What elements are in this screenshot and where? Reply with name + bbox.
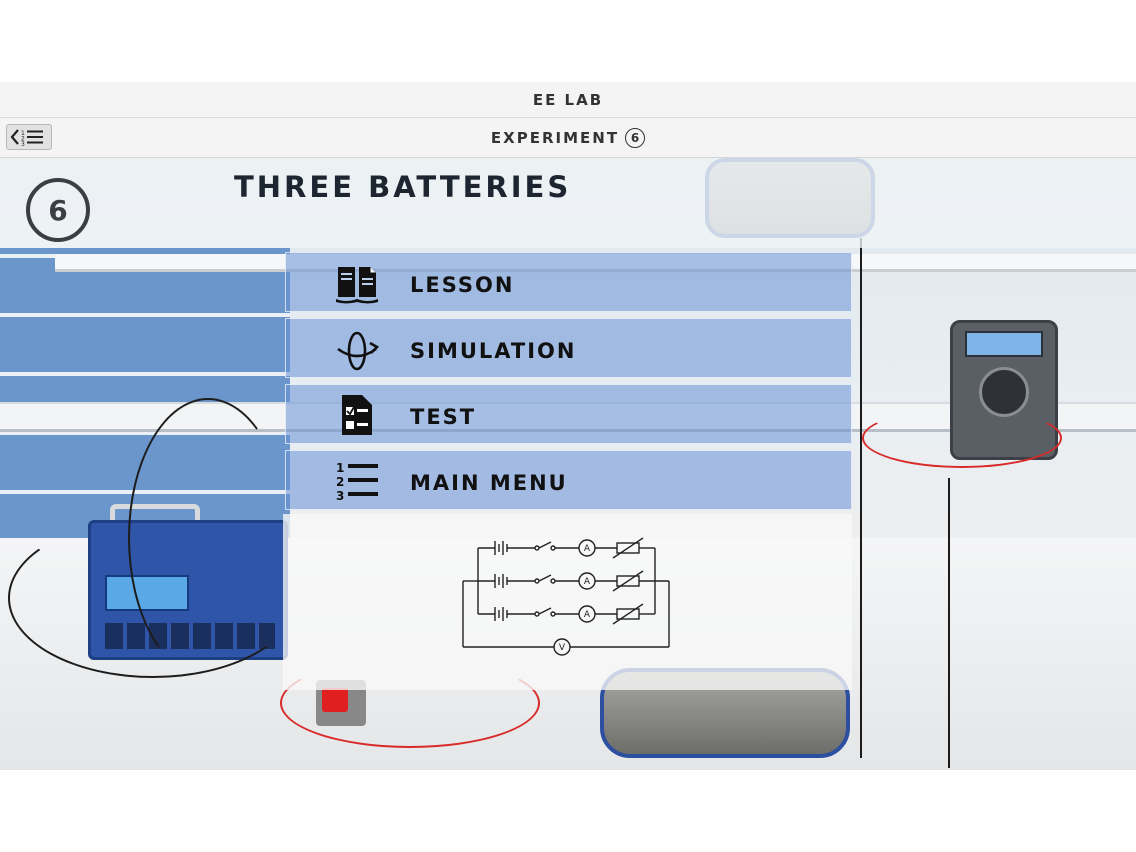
svg-text:3: 3 bbox=[21, 141, 25, 147]
wire-black bbox=[948, 478, 988, 768]
voltmeter-symbol: V bbox=[559, 643, 566, 653]
lesson-label: LESSON bbox=[410, 273, 515, 297]
wire-red bbox=[280, 658, 540, 748]
bottom-margin bbox=[0, 770, 1136, 852]
experiment-number-badge: 6 bbox=[26, 178, 90, 242]
circuit-schematic: A A A V bbox=[462, 537, 670, 656]
ammeter-1-symbol: A bbox=[584, 544, 591, 554]
rotate-3d-icon bbox=[334, 327, 380, 371]
branch-1 bbox=[478, 537, 655, 559]
svg-text:2: 2 bbox=[336, 475, 344, 489]
main-menu-button[interactable]: 1 2 3 MAIN MENU bbox=[285, 450, 852, 510]
nav-experiment-number: 6 bbox=[625, 127, 646, 148]
book-icon bbox=[334, 261, 380, 305]
simulation-button[interactable]: SIMULATION bbox=[285, 318, 852, 378]
main-menu-label: MAIN MENU bbox=[410, 471, 568, 495]
wire-black bbox=[860, 238, 920, 758]
navigation-bar: 1 2 3 EXPERIMENT 6 bbox=[0, 118, 1136, 158]
list-back-icon: 1 2 3 bbox=[10, 129, 43, 147]
svg-text:1: 1 bbox=[21, 130, 25, 137]
lesson-button[interactable]: LESSON bbox=[285, 252, 852, 312]
top-margin bbox=[0, 0, 1136, 82]
test-label: TEST bbox=[410, 405, 477, 429]
numbered-list-icon: 1 2 3 bbox=[334, 459, 380, 503]
branch-3 bbox=[478, 603, 655, 625]
ammeter-3-symbol: A bbox=[584, 610, 591, 620]
multimeter-screen bbox=[965, 331, 1043, 357]
branch-2 bbox=[478, 570, 669, 592]
ammeter-2-symbol: A bbox=[584, 577, 591, 587]
wire-black bbox=[8, 518, 298, 678]
svg-text:1: 1 bbox=[336, 461, 344, 475]
circuit-diagram-panel: A A A V bbox=[283, 514, 852, 690]
wire-red bbox=[862, 408, 1062, 468]
checklist-icon bbox=[334, 393, 380, 437]
test-button[interactable]: TEST bbox=[285, 384, 852, 444]
app-title-bar: EE LAB bbox=[0, 82, 1136, 118]
simulation-label: SIMULATION bbox=[410, 339, 577, 363]
svg-text:2: 2 bbox=[21, 136, 25, 143]
app-title: EE LAB bbox=[532, 90, 604, 109]
nav-title-text: EXPERIMENT bbox=[490, 128, 620, 147]
nav-title: EXPERIMENT 6 bbox=[490, 127, 646, 148]
back-button[interactable]: 1 2 3 bbox=[6, 124, 52, 150]
experiment-header bbox=[0, 158, 1136, 248]
svg-text:3: 3 bbox=[336, 489, 344, 503]
wire-black bbox=[128, 398, 288, 678]
experiment-title: THREE BATTERIES bbox=[234, 170, 572, 204]
